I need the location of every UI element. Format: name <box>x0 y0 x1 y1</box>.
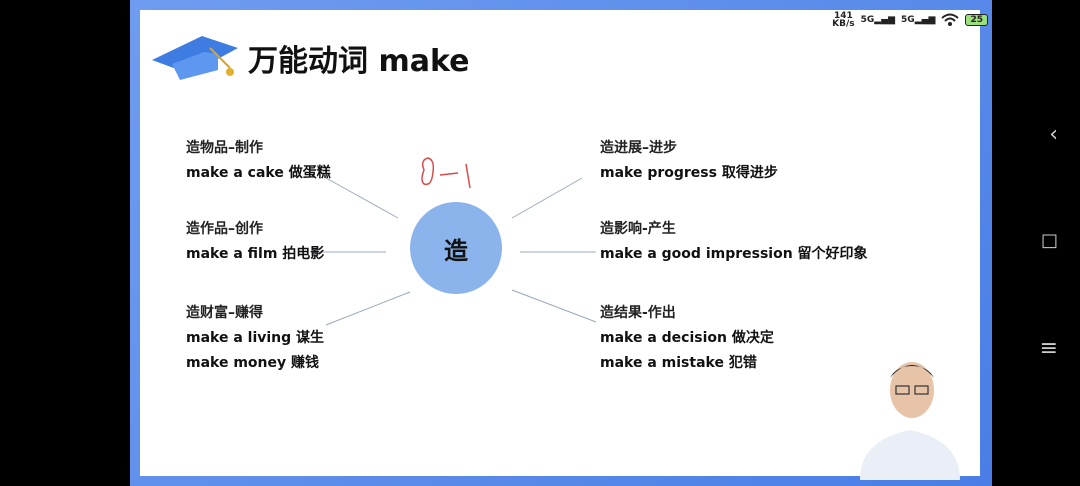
branch-example: make a decision 做决定 <box>600 327 774 347</box>
branch-example: make a good impression 留个好印象 <box>600 243 868 263</box>
branch-head-right-1: 造进展–进步 <box>600 137 677 157</box>
branch-head-left-3: 造财富–赚得 <box>186 302 263 322</box>
branch-head-right-2: 造影响-产生 <box>600 218 676 238</box>
branch-example: make money 赚钱 <box>186 352 319 372</box>
branch-example: make a cake 做蛋糕 <box>186 162 331 182</box>
branch-head-right-3: 造结果-作出 <box>600 302 676 322</box>
branch-head-left-2: 造作品–创作 <box>186 218 263 238</box>
menu-icon[interactable]: ≡ <box>1040 336 1058 361</box>
back-icon[interactable]: ‹ <box>1049 122 1058 147</box>
branch-example: make a mistake 犯错 <box>600 352 757 372</box>
branch-head-left-1: 造物品–制作 <box>186 137 263 157</box>
branch-example: make a living 谋生 <box>186 327 324 347</box>
home-icon[interactable]: □ <box>1041 230 1058 251</box>
branch-example: make a film 拍电影 <box>186 243 324 263</box>
center-node: 造 <box>410 202 502 294</box>
branch-example: make progress 取得进步 <box>600 162 778 182</box>
presenter-video <box>840 350 980 480</box>
